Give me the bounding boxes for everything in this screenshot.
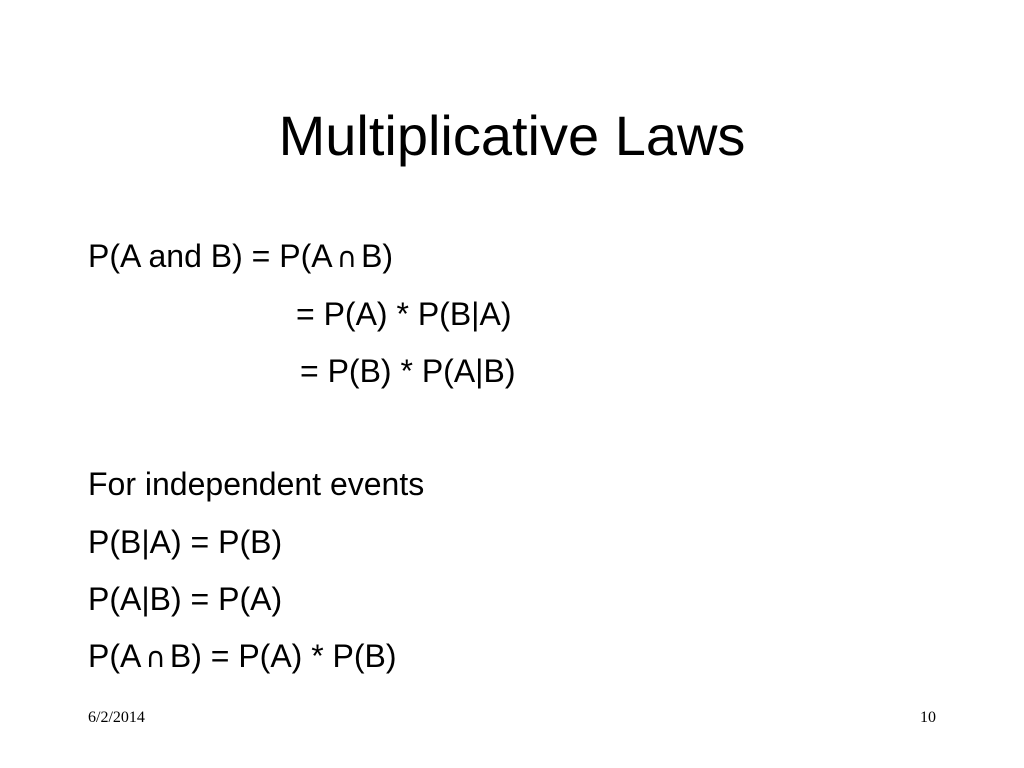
formula-line-2: = P(A) * P(B|A): [296, 296, 512, 332]
formula-line-6: P(A|B) = P(A): [88, 581, 283, 617]
slide-title: Multiplicative Laws: [278, 104, 746, 167]
intersection-symbol-icon: ∩: [336, 241, 358, 274]
formula-line-1: P(A and B) = P(A∩B): [88, 236, 393, 278]
intersection-symbol-icon: ∩: [145, 641, 166, 674]
footer-date: 6/2/2014: [88, 709, 145, 726]
formula-line-5: P(B|A) = P(B): [88, 524, 283, 560]
independent-events-heading: For independent events: [88, 466, 425, 502]
formula-line-7: P(A∩B) = P(A) * P(B): [88, 636, 397, 678]
formula-line-3: = P(B) * P(A|B): [300, 353, 516, 389]
formula-text: B): [361, 238, 394, 274]
formula-text: P(A: [88, 638, 142, 674]
footer-page-number: 10: [920, 709, 936, 726]
formula-text: P(A and B) = P(A: [88, 238, 333, 274]
formula-text: B) = P(A) * P(B): [169, 638, 397, 674]
